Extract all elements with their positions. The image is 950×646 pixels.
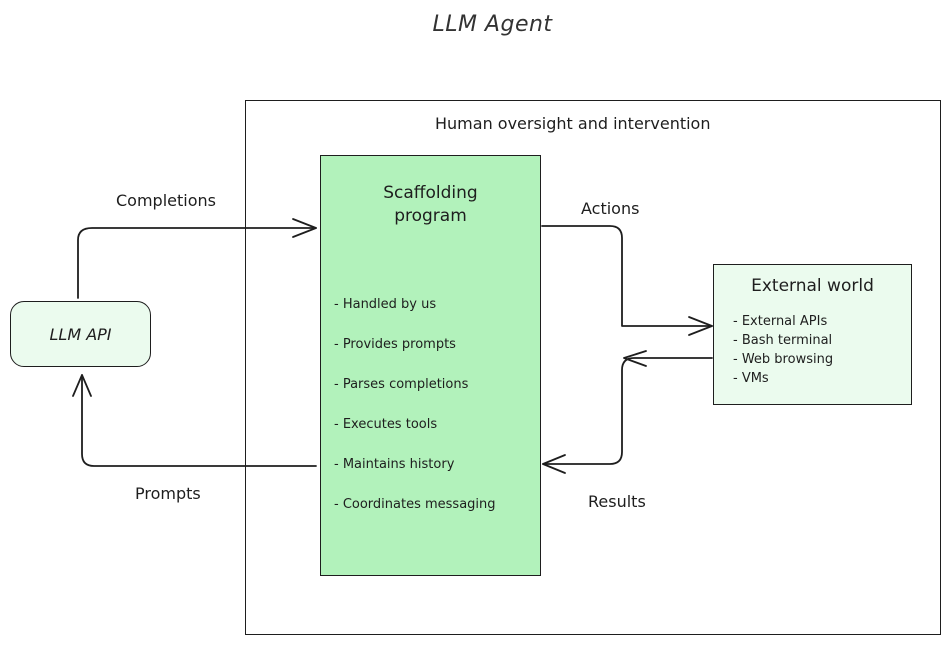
external-world-item-bash: - Bash terminal [733,333,833,348]
results-arrow [542,357,713,465]
human-oversight-label: Human oversight and intervention [435,114,711,133]
actions-arrow [541,225,713,327]
actions-arrowhead [688,316,713,336]
scaffolding-item-parses: - Parses completions [334,377,469,392]
prompts-edge-label: Prompts [135,484,201,503]
prompts-arrow [81,374,317,467]
llm-api-label: LLM API [49,324,112,344]
prompts-arrowhead [72,374,92,397]
completions-edge-label: Completions [116,191,216,210]
completions-arrow [77,227,317,299]
scaffolding-item-messaging: - Coordinates messaging [334,497,496,512]
scaffolding-program-node [320,155,541,576]
completions-arrowhead [292,218,317,238]
external-world-item-apis: - External APIs [733,314,828,329]
actions-edge-label: Actions [581,199,640,218]
scaffolding-title-line-2: program [394,206,467,226]
scaffolding-item-prompts: - Provides prompts [334,337,456,352]
scaffolding-item-handled: - Handled by us [334,297,437,312]
external-world-item-web: - Web browsing [733,352,834,367]
external-world-title: External world [751,276,874,296]
external-world-node [713,264,912,405]
results-arrowhead [542,454,566,474]
scaffolding-program-title: Scaffolding program [320,182,541,228]
scaffolding-item-tools: - Executes tools [334,417,438,432]
human-oversight-boundary [245,100,941,635]
results-arrowhead-world [623,350,647,367]
scaffolding-responsibilities-list: - Handled by us - Provides prompts - Par… [334,296,496,536]
scaffolding-title-line-1: Scaffolding [383,183,478,203]
external-world-list: - External APIs - Bash terminal - Web br… [733,312,833,388]
diagram-title: LLM Agent [432,12,553,37]
scaffolding-item-history: - Maintains history [334,457,455,472]
external-world-item-vms: - VMs [733,371,769,386]
llm-api-node: LLM API [10,301,151,367]
results-edge-label: Results [588,492,646,511]
